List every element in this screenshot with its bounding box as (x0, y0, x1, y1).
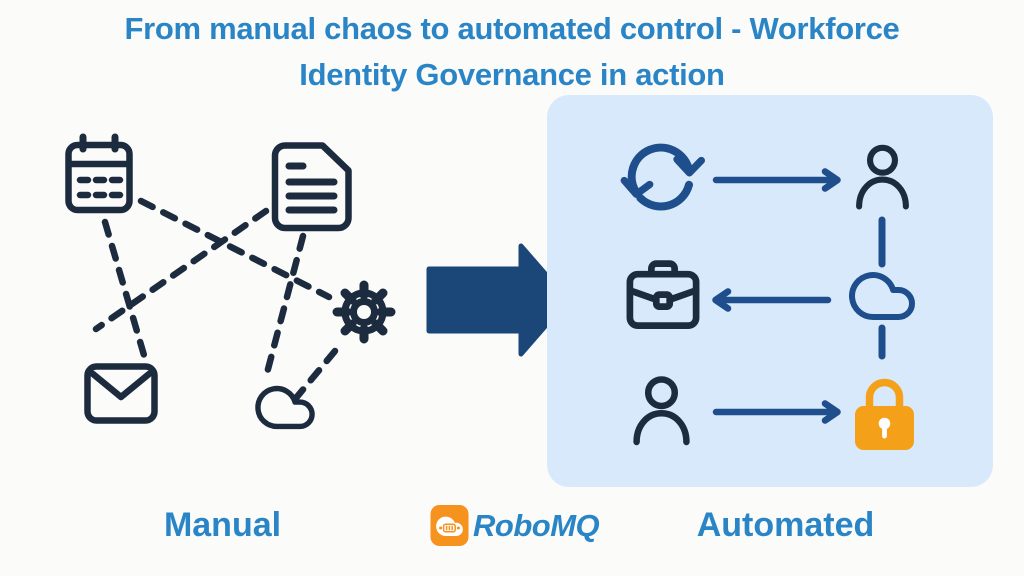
arrow-user-to-lock (712, 400, 841, 424)
connection-document-envelope (92, 207, 270, 333)
lock-icon (855, 378, 914, 450)
document-icon (271, 142, 352, 232)
calendar-icon (65, 133, 133, 214)
user-icon-top (856, 144, 909, 210)
manual-label: Manual (163, 506, 282, 544)
title-line-1: From manual chaos to automated control -… (124, 11, 900, 46)
cloud-icon-automated (849, 272, 915, 320)
automated-panel (547, 95, 993, 487)
transition-arrow (426, 243, 571, 357)
briefcase-icon (626, 260, 700, 329)
automated-label: Automated (696, 506, 875, 544)
sync-icon (620, 143, 705, 211)
robomq-logo-icon (430, 505, 469, 546)
title-line-2: Identity Governance in action (299, 57, 725, 92)
connector-user-cloud-lock (878, 216, 886, 360)
connection-calendar-envelope (101, 218, 150, 366)
user-icon-bottom (633, 376, 690, 446)
connection-document-cloud (263, 232, 307, 377)
gear-icon (332, 280, 396, 344)
arrow-cloud-to-briefcase (712, 288, 832, 312)
arrow-sync-to-user (712, 168, 841, 192)
envelope-icon (84, 363, 158, 424)
page-title: From manual chaos to automated control -… (0, 6, 1024, 98)
robomq-logo: RoboMQ (430, 504, 600, 547)
robomq-logo-text: RoboMQ (473, 507, 600, 543)
cloud-icon-manual (255, 385, 315, 430)
